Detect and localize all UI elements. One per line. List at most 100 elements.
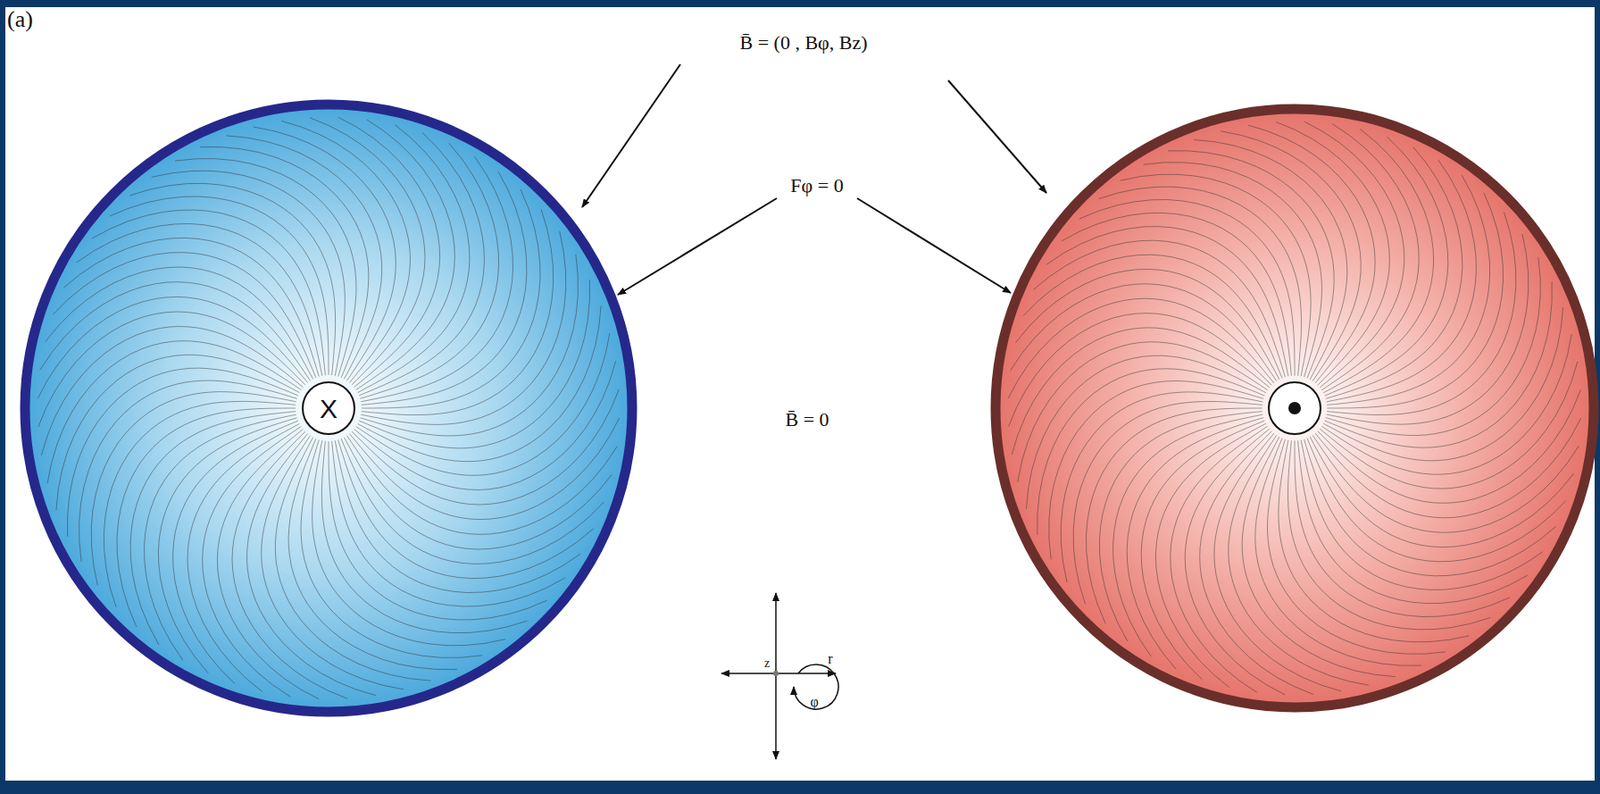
field-line <box>79 380 298 562</box>
field-line <box>1170 425 1268 692</box>
field-line <box>175 158 357 377</box>
field-line <box>1060 391 1263 583</box>
field-line <box>37 296 308 399</box>
field-line <box>351 389 619 505</box>
field-line <box>63 237 319 376</box>
field-line <box>261 435 404 690</box>
field-line <box>1120 174 1311 376</box>
blue-flux-tube <box>25 104 633 712</box>
red-tube-boundary <box>995 108 1594 708</box>
field-line <box>202 426 302 698</box>
field-line <box>38 311 306 427</box>
field-line <box>1255 438 1422 666</box>
field-line <box>1323 128 1434 392</box>
field-line <box>109 196 329 375</box>
field-line <box>1126 417 1264 670</box>
field-line <box>1099 186 1302 376</box>
field-line <box>1099 411 1262 642</box>
into-page-mark: X <box>319 395 338 423</box>
field-line <box>1073 401 1263 605</box>
field-line <box>232 431 348 699</box>
field-line <box>1325 136 1449 396</box>
field-line <box>1184 428 1285 695</box>
field-zero: B̄ = 0 <box>784 409 829 430</box>
field-line <box>1086 408 1263 624</box>
field-line <box>300 439 483 658</box>
field-line <box>341 438 604 564</box>
field-line <box>1317 389 1582 503</box>
field-line <box>226 135 383 380</box>
axis-label: φ <box>809 694 818 709</box>
field-line <box>53 252 317 378</box>
field-line <box>358 125 470 393</box>
field-line <box>1037 368 1266 535</box>
field-line <box>91 391 296 586</box>
field-line <box>56 354 300 510</box>
field-line <box>91 209 325 375</box>
field-line <box>1326 175 1490 405</box>
field-lines <box>37 116 619 699</box>
field-line <box>356 119 456 391</box>
field-line <box>1010 283 1277 382</box>
field-line <box>343 437 612 550</box>
field-line <box>116 408 296 627</box>
field-line <box>1049 381 1264 560</box>
field-line <box>158 417 297 674</box>
field-line <box>1307 438 1567 562</box>
field-line <box>1200 431 1314 695</box>
field-line <box>1193 139 1348 380</box>
field-line <box>1241 436 1396 676</box>
field-line <box>338 116 441 387</box>
blue-tube-boundary <box>25 104 633 712</box>
field-line <box>144 414 297 660</box>
field-line <box>216 428 319 699</box>
field-line <box>358 279 590 449</box>
field-line <box>129 183 335 375</box>
field-line <box>334 440 581 592</box>
field-line <box>356 333 610 475</box>
out-of-page-symbol <box>1268 382 1321 434</box>
field-line <box>347 435 618 535</box>
field-line <box>76 224 323 376</box>
field-line <box>151 170 346 375</box>
field-line <box>1298 440 1528 603</box>
field-line <box>1015 268 1279 380</box>
red-flux-tube <box>995 108 1594 708</box>
field-line <box>1315 417 1582 518</box>
field-line <box>187 423 300 692</box>
field-line <box>361 171 527 405</box>
field-line <box>103 400 296 607</box>
field-line <box>1309 436 1574 547</box>
field-line <box>328 441 548 620</box>
field-line <box>67 367 299 537</box>
force-formula: Fφ = 0 <box>790 175 843 196</box>
field-line <box>321 441 527 634</box>
field-line <box>275 437 431 681</box>
field-line <box>349 417 619 520</box>
field-line <box>1155 423 1267 687</box>
field-line <box>288 438 458 669</box>
field-line <box>130 411 296 645</box>
field-line <box>1321 124 1419 391</box>
field-line <box>173 420 299 684</box>
field-line <box>312 440 507 646</box>
field-line <box>1325 147 1463 400</box>
field-line <box>1113 414 1264 657</box>
leader-lines <box>582 64 1047 295</box>
into-page-symbol <box>302 382 355 434</box>
field-line <box>358 133 484 396</box>
field-line <box>1079 200 1295 376</box>
field-line <box>1325 257 1541 436</box>
field-line <box>359 254 578 436</box>
field-formula: B̄ = (0 , Bφ, Bz) <box>739 33 867 53</box>
field-line <box>359 142 499 399</box>
field-line <box>1228 434 1369 685</box>
field-line <box>1008 313 1273 427</box>
field-line <box>1300 440 1543 591</box>
field-line <box>1141 420 1265 680</box>
field-line <box>1220 131 1361 382</box>
field-line <box>1023 254 1283 378</box>
field-line <box>1267 439 1447 654</box>
coordinate-axes <box>721 592 839 759</box>
field-line <box>1017 341 1268 483</box>
